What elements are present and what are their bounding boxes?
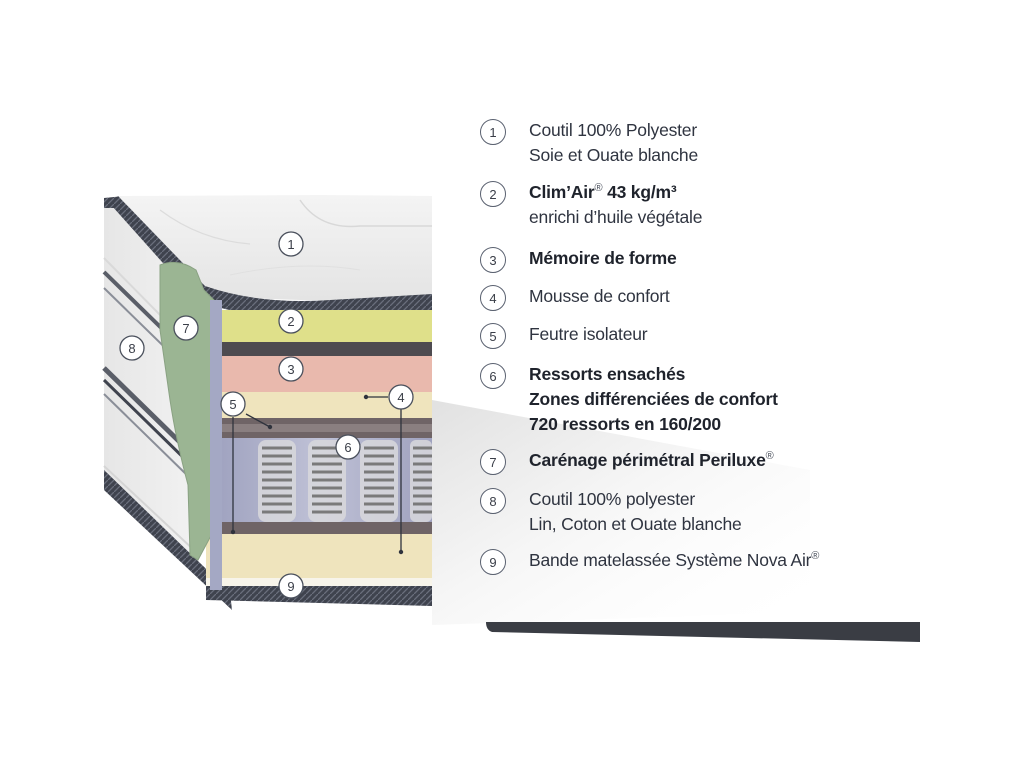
legend-text: Feutre isolateur [529, 322, 648, 347]
diagram-callout-9: 9 [278, 573, 304, 599]
legend-number-badge: 6 [480, 363, 506, 389]
legend-number-badge: 9 [480, 549, 506, 575]
legend-line: Carénage périmétral Periluxe® [529, 448, 774, 473]
diagram-callout-6: 6 [335, 434, 361, 460]
leader-lines [232, 396, 402, 552]
accent-bar [486, 622, 920, 642]
legend-line: Lin, Coton et Ouate blanche [529, 512, 742, 537]
legend-line: Bande matelassée Système Nova Air® [529, 548, 819, 573]
diagram-callout-7: 7 [173, 315, 199, 341]
diagram-callout-number: 5 [229, 397, 236, 412]
diagram-callout-8: 8 [119, 335, 145, 361]
legend-line-text: Lin, Coton et Ouate blanche [529, 514, 742, 534]
legend-line: Mémoire de forme [529, 246, 677, 271]
diagram-callout-number: 7 [182, 321, 189, 336]
pocket-springs [258, 440, 432, 522]
legend-line: Feutre isolateur [529, 322, 648, 347]
diagram-callout-2: 2 [278, 308, 304, 334]
legend-number-badge: 3 [480, 247, 506, 273]
legend-text: Bande matelassée Système Nova Air® [529, 548, 819, 573]
background-shade [432, 400, 810, 625]
diagram-callouts: 1 2 3 4 5 6 7 8 9 [119, 231, 414, 599]
diagram-callout-number: 4 [397, 390, 404, 405]
legend-item-7: 7 Carénage périmétral Periluxe® [480, 448, 774, 475]
legend-line-text: Ressorts ensachés [529, 364, 686, 384]
legend-number-badge: 5 [480, 323, 506, 349]
legend-text: Carénage périmétral Periluxe® [529, 448, 774, 473]
legend-line: Ressorts ensachés [529, 362, 778, 387]
legend-item-4: 4 Mousse de confort [480, 284, 670, 311]
diagram-callout-1: 1 [278, 231, 304, 257]
legend-line-text: Bande matelassée Système Nova Air [529, 550, 812, 570]
legend-line-text: Soie et Ouate blanche [529, 145, 698, 165]
legend-item-3: 3 Mémoire de forme [480, 246, 677, 273]
legend-line: Soie et Ouate blanche [529, 143, 698, 168]
legend-line-text: Mémoire de forme [529, 248, 677, 268]
legend-line: Coutil 100% Polyester [529, 118, 698, 143]
registered-mark: ® [811, 550, 820, 563]
legend-line: Coutil 100% polyester [529, 487, 742, 512]
legend-line-text: Carénage périmétral Periluxe [529, 450, 766, 470]
legend-line-text: Mousse de confort [529, 286, 670, 306]
diagram-callout-number: 1 [287, 237, 294, 252]
legend-item-9: 9 Bande matelassée Système Nova Air® [480, 548, 819, 575]
legend-line: enrichi d’huile végétale [529, 205, 702, 230]
legend-line: Mousse de confort [529, 284, 670, 309]
registered-mark: ® [765, 450, 774, 463]
diagram-callout-number: 3 [287, 362, 294, 377]
diagram-callout-number: 8 [128, 341, 135, 356]
legend-line-text: 720 ressorts en 160/200 [529, 414, 721, 434]
diagram-callout-number: 9 [287, 579, 294, 594]
legend-number-badge: 8 [480, 488, 506, 514]
registered-mark: ® [594, 182, 603, 195]
diagram-callout-4: 4 [388, 384, 414, 410]
legend-number-badge: 2 [480, 181, 506, 207]
legend-line-text: enrichi d’huile végétale [529, 207, 703, 227]
perimeter-foam [159, 261, 215, 561]
legend-line-text: Coutil 100% polyester [529, 489, 696, 509]
legend-line: Clim’Air® 43 kg/m³ [529, 180, 702, 205]
diagram-callout-5: 5 [220, 391, 246, 417]
legend-line-text: Feutre isolateur [529, 324, 648, 344]
legend-text: Mémoire de forme [529, 246, 677, 271]
legend-line: Zones différenciées de confort [529, 387, 778, 412]
diagram-callout-3: 3 [278, 356, 304, 382]
diagram-callout-number: 6 [344, 440, 351, 455]
legend-number-badge: 1 [480, 119, 506, 145]
layer-memory-foam [206, 356, 432, 392]
legend-line-text: Coutil 100% Polyester [529, 120, 697, 140]
legend-line-text: Zones différenciées de confort [529, 389, 778, 409]
legend-text: Mousse de confort [529, 284, 670, 309]
legend-number-badge: 7 [480, 449, 506, 475]
legend-line: 720 ressorts en 160/200 [529, 412, 778, 437]
legend-line-text: Clim’Air [529, 182, 595, 202]
legend-item-5: 5 Feutre isolateur [480, 322, 648, 349]
diagram-callout-number: 2 [287, 314, 294, 329]
legend-number-badge: 4 [480, 285, 506, 311]
legend-line-tail: 43 kg/m³ [602, 182, 677, 202]
